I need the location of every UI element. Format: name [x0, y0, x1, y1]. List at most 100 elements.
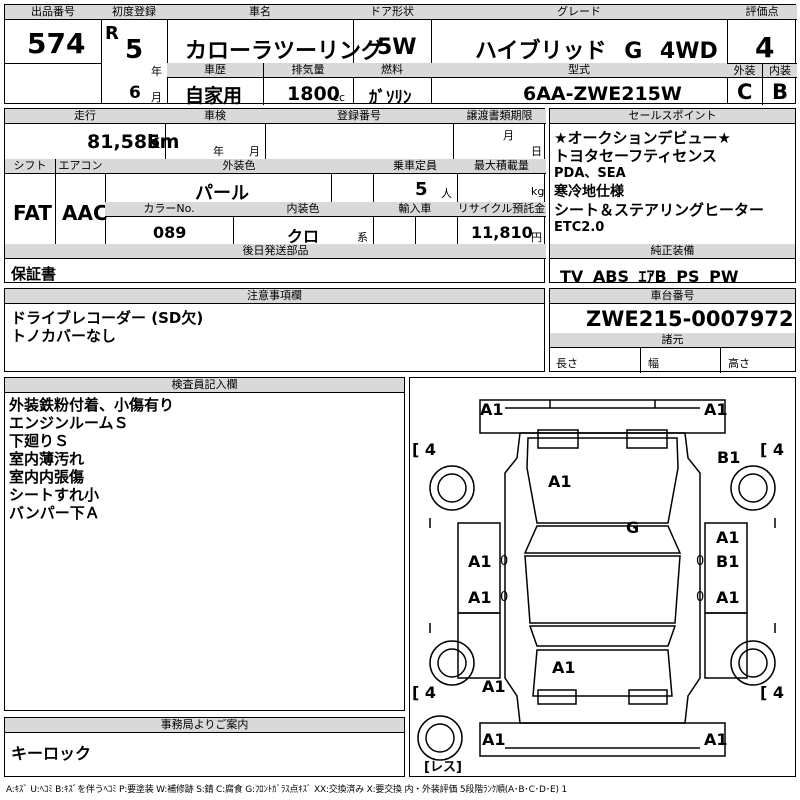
notes-list: ドライブレコーダー (SD欠) トノカバーなし	[11, 309, 203, 345]
sales-points-label: セールスポイント	[550, 109, 795, 124]
tire-rear-left: [ 4	[412, 683, 437, 702]
import-label: 輸入車	[373, 202, 457, 217]
capacity-label: 乗車定員	[373, 159, 457, 174]
ext-color-label: 外装色	[105, 159, 373, 174]
office-label: 事務局よりご案内	[5, 718, 404, 733]
door-type: 5W	[377, 35, 417, 60]
damage-legend: A:ｷｽﾞ U:ﾍｺﾐ B:ｷｽﾞを伴うﾍｺﾐ P:要塗装 W:補修跡 S:錆 …	[6, 785, 567, 795]
lot-number-label: 出品番号	[5, 5, 101, 20]
history: 自家用	[185, 85, 243, 107]
shift-label: シフト	[5, 159, 55, 174]
mark-rear-pillar-right: 0	[696, 590, 705, 605]
mark-rear-left: A1	[482, 730, 506, 749]
year-unit: 年	[151, 65, 162, 78]
inspector-block: 検査員記入欄 外装鉄粉付着、小傷有り エンジンルームＳ 下廻りＳ 室内薄汚れ 室…	[4, 377, 405, 711]
reg-month: 6	[129, 83, 141, 103]
mark-left-rear-door: A1	[468, 588, 492, 607]
later-parts-label: 後日発送部品	[5, 244, 546, 259]
mark-trunk: A1	[552, 658, 576, 677]
mileage-label: 走行	[5, 109, 165, 124]
sales-point: PDA、SEA	[554, 166, 626, 181]
grade-label: グレード	[431, 5, 727, 20]
capacity-unit: 人	[441, 187, 452, 200]
inspector-line: 下廻りＳ	[9, 432, 70, 450]
tire-front-right: [ 4	[760, 440, 785, 459]
length-label: 長さ	[556, 357, 578, 370]
displacement: 1800	[287, 83, 340, 105]
door-label: ドア形状	[353, 5, 431, 20]
inspector-line: エンジンルームＳ	[9, 414, 129, 432]
fuel: ｶﾞｿﾘﾝ	[369, 88, 412, 108]
model-code: 6AA-ZWE215W	[523, 83, 682, 105]
transfer-month-unit: 月	[503, 129, 514, 142]
width-label: 幅	[648, 357, 659, 370]
genuine-equipment: TV ABS ｴｱB PS PW	[560, 267, 739, 286]
office-note: キーロック	[11, 744, 92, 763]
car-name: カローラツーリング	[185, 39, 384, 64]
sales-point: ETC2.0	[554, 220, 605, 235]
mark-left-front-door: A1	[468, 552, 492, 571]
reg-year: 5	[125, 35, 144, 65]
grade: ハイブリッド G 4WD	[475, 39, 718, 64]
color-no-label: カラーNo.	[105, 202, 233, 217]
interior-score: B	[772, 80, 789, 104]
max-load-unit: kg	[531, 185, 545, 198]
model-label: 型式	[431, 63, 727, 78]
car-name-label: 車名	[167, 5, 353, 20]
inspector-label: 検査員記入欄	[5, 378, 404, 393]
mark-front-left: A1	[480, 400, 504, 419]
sales-point: トヨタセーフティセンス	[554, 147, 717, 165]
color-no: 089	[153, 223, 187, 242]
era: R	[105, 23, 119, 44]
transfer-day-unit: 日	[531, 145, 542, 158]
mark-right-front-door-b: B1	[716, 552, 740, 571]
mileage: 81,585	[87, 131, 161, 153]
mark-left-rear: A1	[482, 677, 506, 696]
month-unit: 月	[151, 91, 162, 104]
ext-color: パール	[195, 183, 249, 204]
mark-rear-pillar-left: 0	[500, 590, 509, 605]
mark-right-front-door-a: A1	[716, 528, 740, 547]
chassis-number: ZWE215-0007972	[586, 307, 794, 331]
int-color-unit: 系	[357, 231, 368, 244]
notes-block: 注意事項欄 ドライブレコーダー (SD欠) トノカバーなし	[4, 288, 545, 372]
inspection-month-unit: 月	[249, 145, 260, 158]
chassis-block: 車台番号 ZWE215-0007972 諸元 長さ 幅 高さ	[549, 288, 796, 373]
recycle: 11,810	[471, 223, 533, 242]
inspector-line: 室内薄汚れ	[9, 450, 85, 468]
mark-rear-right: A1	[704, 730, 728, 749]
tire-rear-right: [ 4	[760, 683, 785, 702]
tire-front-left: [ 4	[412, 440, 437, 459]
inspector-notes: 外装鉄粉付着、小傷有り エンジンルームＳ 下廻りＳ 室内薄汚れ 室内内張傷 シー…	[9, 396, 174, 522]
sales-points-block: セールスポイント ★オークションデビュー★ トヨタセーフティセンス PDA、SE…	[549, 108, 796, 286]
inspector-line: 外装鉄粉付着、小傷有り	[9, 396, 175, 414]
int-color: クロ	[287, 227, 320, 246]
mark-roof-pillar-right: 0	[696, 554, 705, 569]
recycle-unit: 円	[531, 231, 542, 244]
office-block: 事務局よりご案内 キーロック	[4, 717, 405, 777]
inspector-line: シートすれ小	[9, 486, 100, 504]
inspector-line: 室内内張傷	[9, 468, 85, 486]
car-diagram-block: [ 4 [ 4 [ 4 [ 4 [レス] A1 A1 B1 A1 G A1 0 …	[409, 377, 796, 777]
plate-label: 登録番号	[265, 109, 453, 124]
inspection-label: 車検	[165, 109, 265, 124]
header-block: 出品番号 574 初度登録 R 5 年 6 月 車名 カローラツーリング 車歴 …	[4, 4, 797, 108]
fuel-label: 燃料	[353, 63, 431, 78]
note-line: トノカバーなし	[11, 327, 117, 345]
chassis-label: 車台番号	[550, 289, 795, 304]
inspection-year-unit: 年	[213, 145, 224, 158]
recycle-label: リサイクル預託金	[457, 202, 546, 217]
history-label: 車歴	[167, 63, 263, 78]
int-color-label: 内装色	[233, 202, 373, 217]
genuine-label: 純正装備	[550, 244, 795, 259]
exterior-score: C	[737, 80, 753, 104]
car-diagram	[417, 399, 776, 761]
inspector-line: バンパー下Ａ	[9, 504, 100, 522]
height-label: 高さ	[728, 357, 750, 370]
mark-roof-pillar-left: 0	[500, 554, 509, 569]
notes-label: 注意事項欄	[5, 289, 544, 304]
mark-hood: A1	[548, 472, 572, 491]
mark-right-front-fender: B1	[717, 448, 741, 467]
sales-point: シート＆ステアリングヒーター	[554, 201, 765, 219]
capacity: 5	[415, 179, 428, 200]
